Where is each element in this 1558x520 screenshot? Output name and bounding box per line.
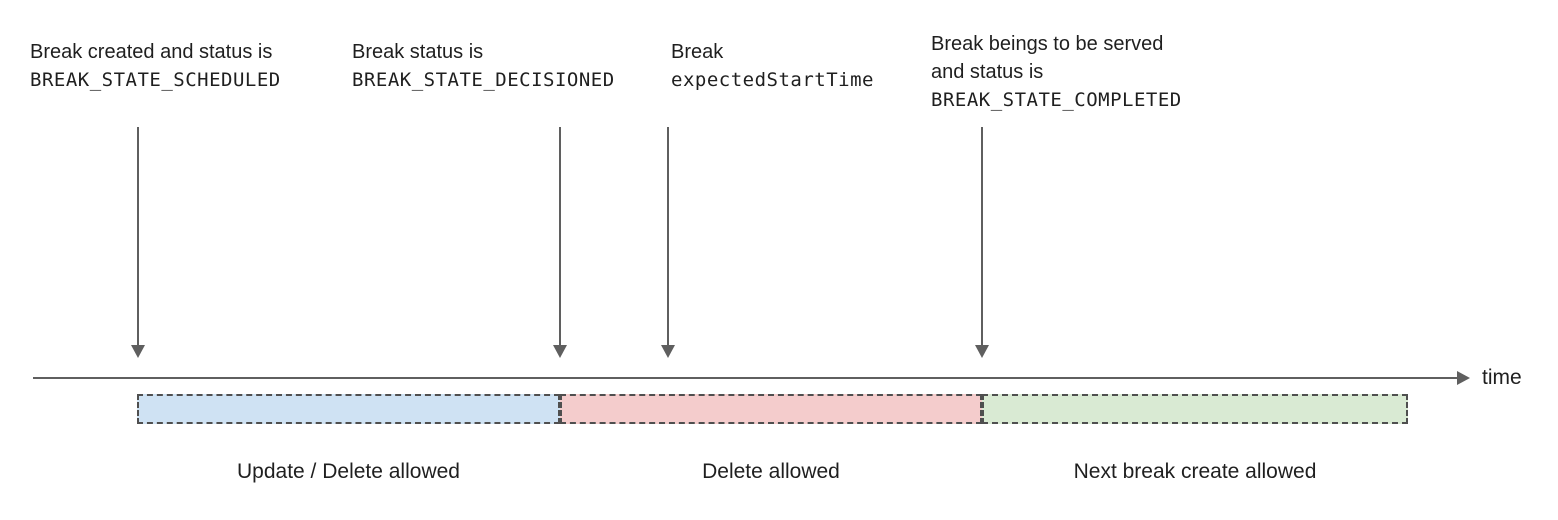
annotation-text: Break beings to be served [931, 33, 1164, 55]
timeline-axis-label: time [1482, 366, 1522, 389]
timeline-axis [33, 377, 1457, 379]
annotation-text: Break created and status is [30, 41, 273, 63]
annotation-break-scheduled: Break created and status is BREAK_STATE_… [30, 38, 281, 94]
segment-label-update-delete: Update / Delete allowed [237, 460, 460, 483]
down-arrow-icon [131, 127, 145, 358]
annotation-code: expectedStartTime [671, 69, 874, 91]
annotation-code: BREAK_STATE_COMPLETED [931, 89, 1182, 111]
annotation-break-decisioned: Break status is BREAK_STATE_DECISIONED [352, 38, 615, 94]
segment-next-break-create-allowed [982, 394, 1408, 424]
timeline-arrowhead-icon [1457, 371, 1470, 385]
annotation-text: and status is [931, 61, 1044, 83]
segment-label-next-break: Next break create allowed [1073, 460, 1317, 483]
down-arrow-icon [553, 127, 567, 358]
annotation-text: Break [671, 41, 724, 63]
segment-delete-allowed [560, 394, 982, 424]
segment-label-delete: Delete allowed [702, 460, 840, 483]
down-arrow-icon [661, 127, 675, 358]
annotation-code: BREAK_STATE_SCHEDULED [30, 69, 281, 91]
annotation-text: Break status is [352, 41, 484, 63]
down-arrow-icon [975, 127, 989, 358]
segment-update-delete-allowed [137, 394, 560, 424]
annotation-code: BREAK_STATE_DECISIONED [352, 69, 615, 91]
annotation-break-completed: Break beings to be served and status is … [931, 30, 1182, 114]
annotation-expected-start-time: Break expectedStartTime [671, 38, 874, 94]
